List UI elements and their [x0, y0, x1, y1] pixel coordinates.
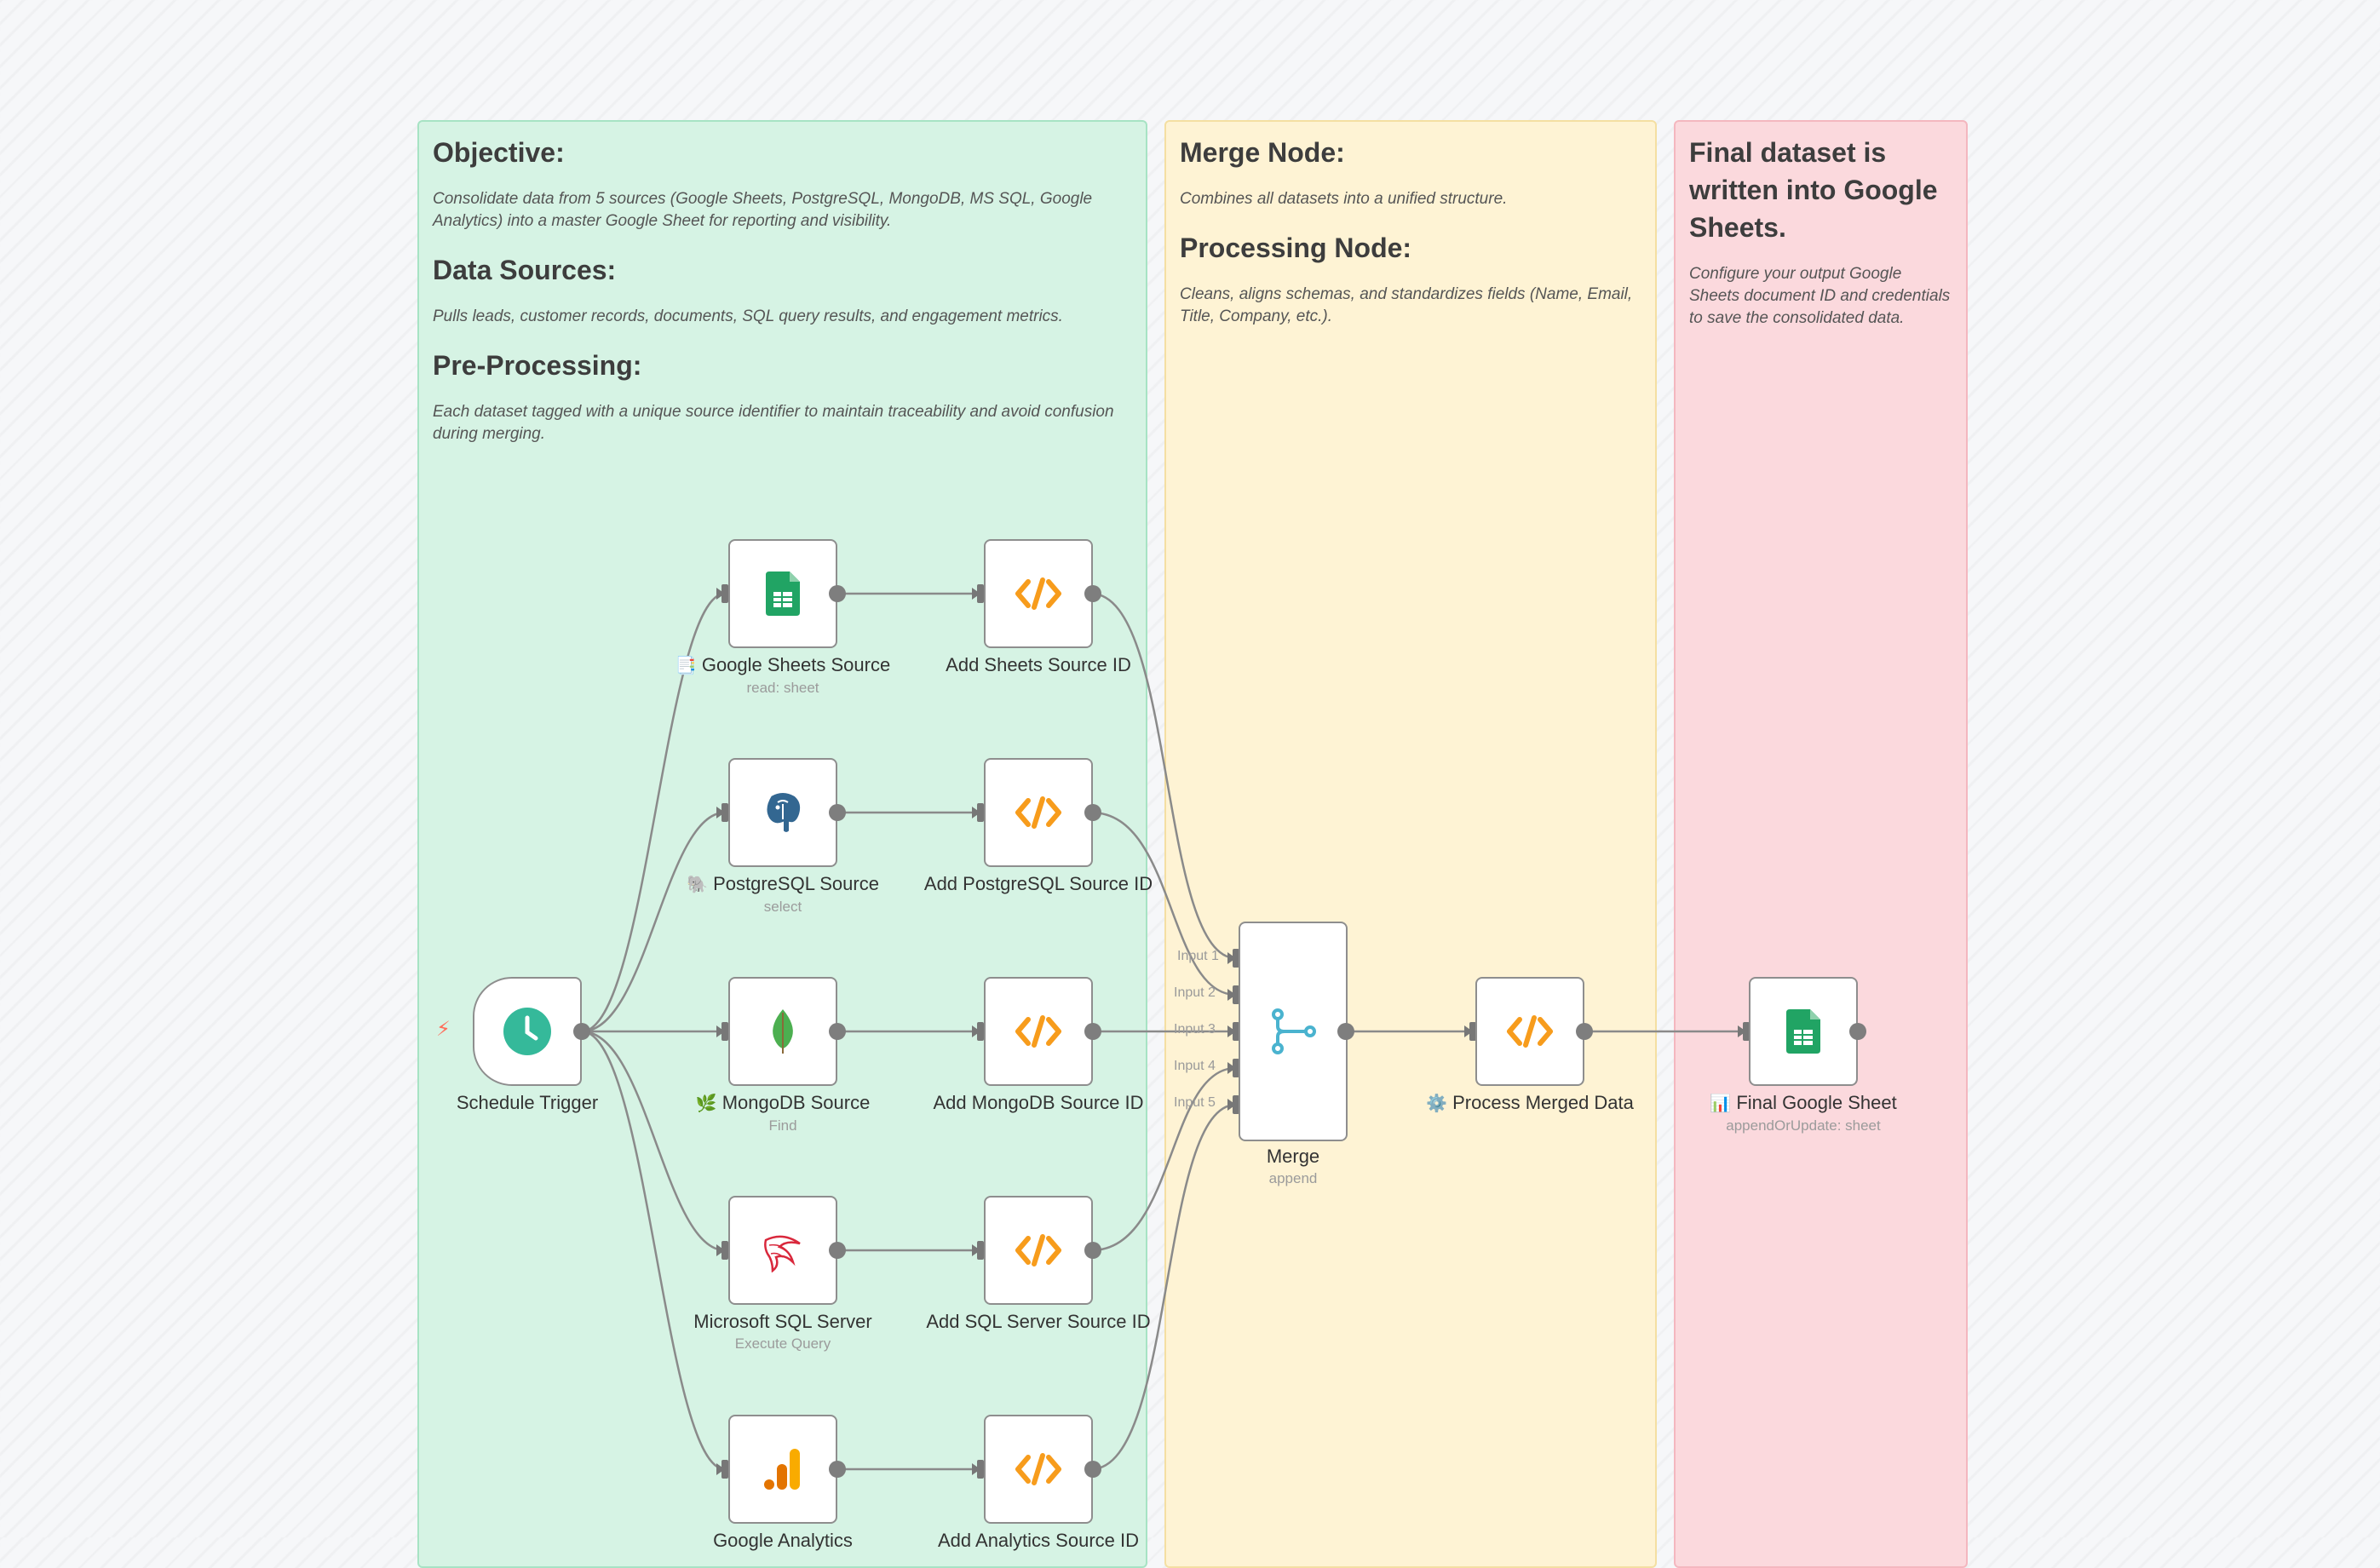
node-label: ⚙️ Process Merged Data [1426, 1092, 1634, 1113]
input-port[interactable] [977, 1460, 984, 1479]
add-mongodb-source-id-node[interactable] [984, 977, 1093, 1086]
input-port[interactable] [1233, 1022, 1239, 1041]
code-icon [1507, 1015, 1553, 1048]
sticky-heading: Data Sources: [433, 255, 617, 285]
output-port[interactable] [829, 1242, 846, 1259]
sticky-text: Consolidate data from 5 sources (Google … [433, 190, 1093, 230]
input-port[interactable] [1233, 985, 1239, 1004]
input-port[interactable] [977, 584, 984, 603]
google-analytics-icon [764, 1449, 800, 1490]
merge-node[interactable] [1239, 922, 1348, 1141]
input-port[interactable] [721, 1022, 728, 1041]
merge-input-label: Input 5 [1174, 1095, 1216, 1110]
input-port[interactable] [1743, 1022, 1750, 1041]
sticky-text: Each dataset tagged with a unique source… [433, 403, 1114, 443]
code-icon [1015, 1015, 1061, 1048]
sticky-text: Combines all datasets into a unified str… [1180, 190, 1508, 208]
sticky-text: Pulls leads, customer records, documents… [433, 307, 1063, 325]
node-label: Add SQL Server Source ID [926, 1311, 1151, 1332]
input-port[interactable] [1469, 1022, 1476, 1041]
merge-input-label: Input 2 [1174, 985, 1216, 1000]
output-port[interactable] [1337, 1023, 1354, 1040]
sticky-heading: Pre-Processing: [433, 350, 642, 381]
input-port[interactable] [721, 1241, 728, 1260]
input-port[interactable] [1233, 949, 1239, 968]
output-port[interactable] [1084, 1461, 1101, 1478]
sticky-heading: Objective: [433, 137, 565, 168]
output-port[interactable] [829, 804, 846, 821]
schedule-trigger-node[interactable] [473, 977, 582, 1086]
microsoft-sql-server-node[interactable] [728, 1196, 837, 1305]
merge-input-label: Input 1 [1177, 949, 1219, 963]
output-port[interactable] [1084, 585, 1101, 602]
input-port[interactable] [977, 803, 984, 822]
mssql-icon [764, 1235, 801, 1272]
clock-icon [503, 1008, 551, 1055]
node-label: Add MongoDB Source ID [933, 1092, 1144, 1113]
sticky-note-output[interactable]: Final dataset is written into Google She… [1674, 120, 1968, 1568]
process-merged-data-node[interactable] [1475, 977, 1584, 1086]
output-port[interactable] [829, 1461, 846, 1478]
mongodb-leaf-icon [773, 1009, 793, 1054]
output-port[interactable] [1576, 1023, 1593, 1040]
google-analytics-node[interactable] [728, 1415, 837, 1524]
code-icon [1015, 796, 1061, 829]
sticky-heading: Merge Node: [1180, 137, 1345, 168]
add-sql-server-source-id-node[interactable] [984, 1196, 1093, 1305]
lightning-icon: ⚡ [436, 1018, 451, 1041]
input-port[interactable] [977, 1241, 984, 1260]
postgresql-source-node[interactable] [728, 758, 837, 867]
output-port[interactable] [1849, 1023, 1866, 1040]
sticky-text: Configure your output Google Sheets docu… [1689, 265, 1951, 327]
node-label: Add Analytics Source ID [937, 1530, 1139, 1551]
sticky-heading: Processing Node: [1180, 233, 1412, 263]
input-port[interactable] [1233, 1059, 1239, 1077]
google-sheets-icon [1786, 1009, 1820, 1054]
output-port[interactable] [1084, 1242, 1101, 1259]
node-label: Add PostgreSQL Source ID [923, 873, 1153, 894]
mongodb-source-node[interactable] [728, 977, 837, 1086]
input-port[interactable] [721, 1460, 728, 1479]
node-label: Schedule Trigger [456, 1092, 599, 1113]
sticky-heading: Final dataset is written into Google She… [1689, 137, 1938, 243]
merge-input-label: Input 3 [1174, 1022, 1216, 1037]
sticky-note-merge[interactable]: Merge Node: Combines all datasets into a… [1164, 120, 1657, 1568]
add-postgresql-source-id-node[interactable] [984, 758, 1093, 867]
postgres-elephant-icon [765, 791, 802, 834]
node-label: Add Sheets Source ID [946, 654, 1131, 675]
add-analytics-source-id-node[interactable] [984, 1415, 1093, 1524]
google-sheets-icon [766, 571, 800, 616]
output-port[interactable] [1084, 1023, 1101, 1040]
input-port[interactable] [721, 803, 728, 822]
sticky-text: Cleans, aligns schemas, and standardizes… [1180, 285, 1633, 325]
output-port[interactable] [829, 1023, 846, 1040]
code-icon [1015, 577, 1061, 610]
code-icon [1015, 1453, 1061, 1485]
input-port[interactable] [721, 584, 728, 603]
output-port[interactable] [829, 585, 846, 602]
final-google-sheet-node[interactable] [1749, 977, 1858, 1086]
output-port[interactable] [1084, 804, 1101, 821]
merge-icon [1272, 1008, 1316, 1054]
add-sheets-source-id-node[interactable] [984, 539, 1093, 648]
merge-input-label: Input 4 [1174, 1059, 1216, 1073]
output-port[interactable] [573, 1023, 590, 1040]
google-sheets-source-node[interactable] [728, 539, 837, 648]
node-label: Google Analytics [713, 1530, 853, 1551]
input-port[interactable] [1233, 1095, 1239, 1114]
input-port[interactable] [977, 1022, 984, 1041]
code-icon [1015, 1234, 1061, 1266]
